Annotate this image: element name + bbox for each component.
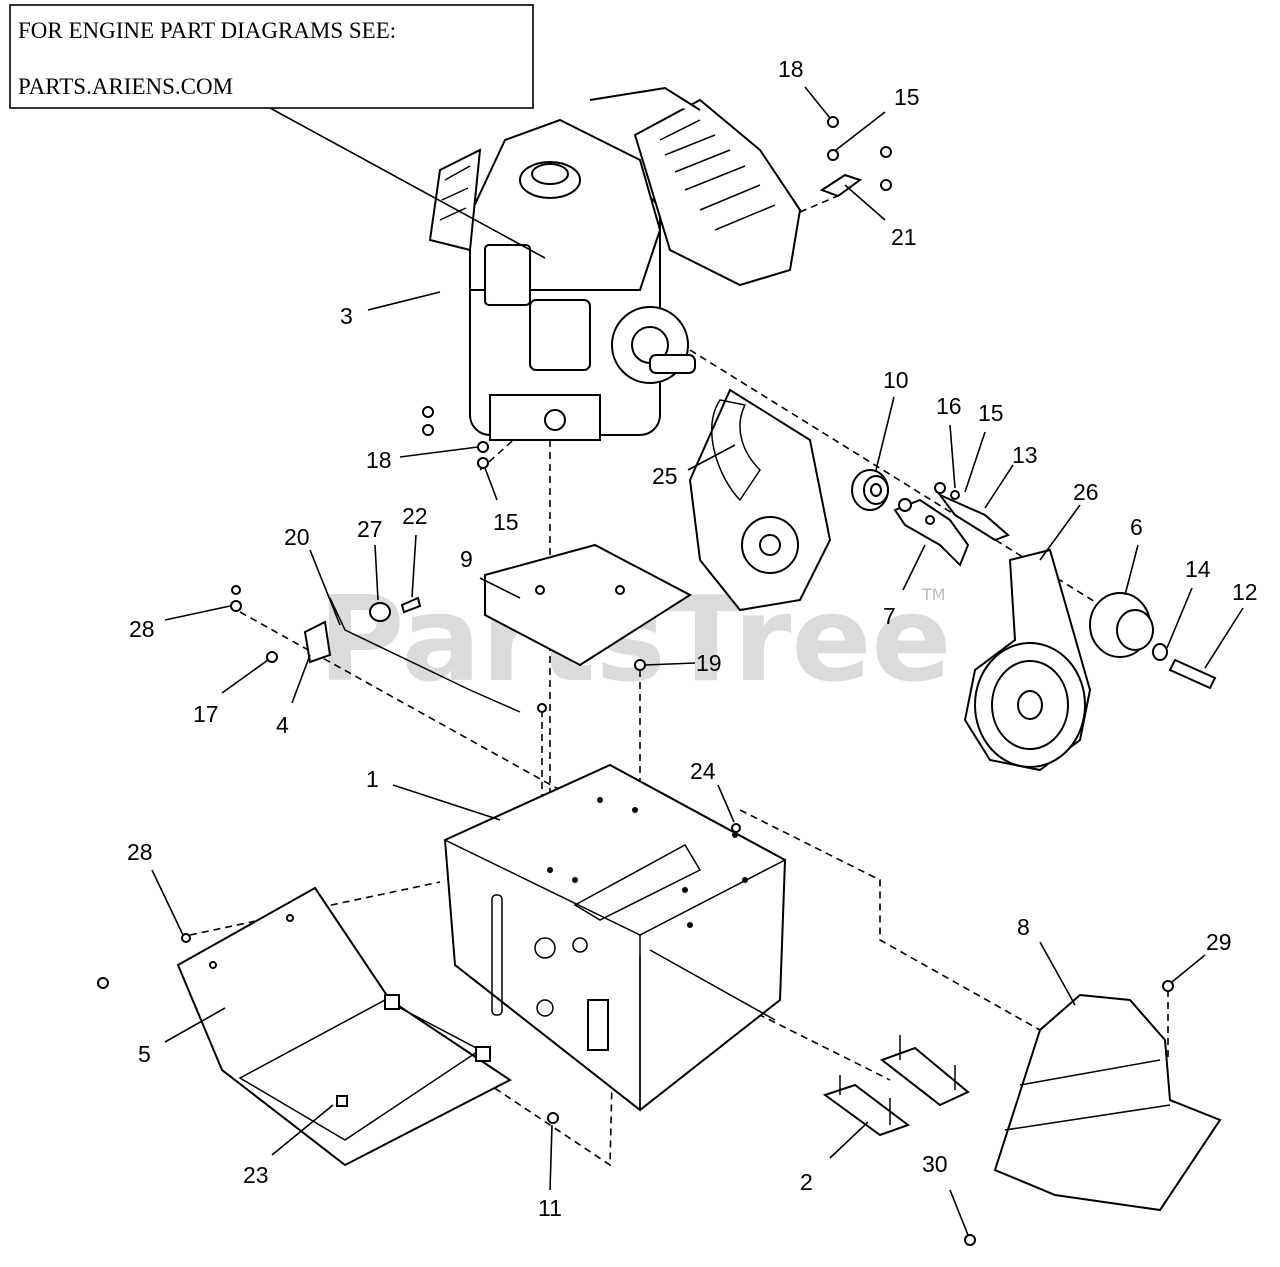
callout-15-left: 15 [493,509,519,535]
callout-14: 14 [1185,556,1211,582]
callout-30: 30 [922,1151,948,1177]
callout-8: 8 [1017,914,1030,940]
callout-15-right: 15 [978,400,1004,426]
bottom-shield [97,886,512,1167]
callout-3: 3 [340,303,353,329]
callout-1: 1 [366,766,379,792]
callout-19: 19 [696,650,722,676]
callout-25: 25 [652,463,678,489]
note-line-1: FOR ENGINE PART DIAGRAMS SEE: [18,18,396,43]
callout-28-lower: 28 [127,839,153,865]
callout-28-left: 28 [129,616,155,642]
leader-lines [151,86,1244,1236]
note-box [9,4,534,109]
callout-20: 20 [284,524,310,550]
callout-2: 2 [800,1169,813,1195]
idler-pulley [851,469,889,511]
idler-bracket [893,482,1010,567]
callout-27: 27 [357,516,383,542]
callout-26: 26 [1073,479,1099,505]
callout-24: 24 [690,758,716,784]
callout-11: 11 [538,1195,562,1221]
main-frame [443,763,787,1112]
engine-diagram-note: FOR ENGINE PART DIAGRAMS SEE: PARTS.ARIE… [9,4,534,109]
engine [428,86,802,441]
callout-5: 5 [138,1041,151,1067]
belt-guard [964,980,1222,1246]
callout-29: 29 [1206,929,1232,955]
note-line-2: PARTS.ARIENS.COM [18,74,233,99]
callout-12: 12 [1232,579,1258,605]
callout-10: 10 [883,367,909,393]
callout-13: 13 [1012,442,1038,468]
callout-23: 23 [243,1162,269,1188]
callout-21: 21 [891,224,917,250]
callout-labels: 1 2 3 4 5 6 7 8 9 10 11 12 13 14 15 15 1… [127,56,1258,1221]
callout-4: 4 [276,712,289,738]
callout-9: 9 [460,546,473,572]
callout-22: 22 [402,503,428,529]
engine-mount-plate [484,543,692,671]
callout-15-top: 15 [894,84,920,110]
drive-belt-pulley [963,548,1217,772]
belt-and-cover [688,388,832,612]
callout-18-top: 18 [778,56,804,82]
mounting-brackets [547,1035,970,1137]
callout-16: 16 [936,393,962,419]
callout-6: 6 [1130,514,1143,540]
watermark-trademark: TM [921,585,946,604]
linkage [230,585,547,713]
callout-7: 7 [883,603,896,629]
callout-18-left: 18 [366,447,392,473]
callout-17: 17 [193,701,219,727]
